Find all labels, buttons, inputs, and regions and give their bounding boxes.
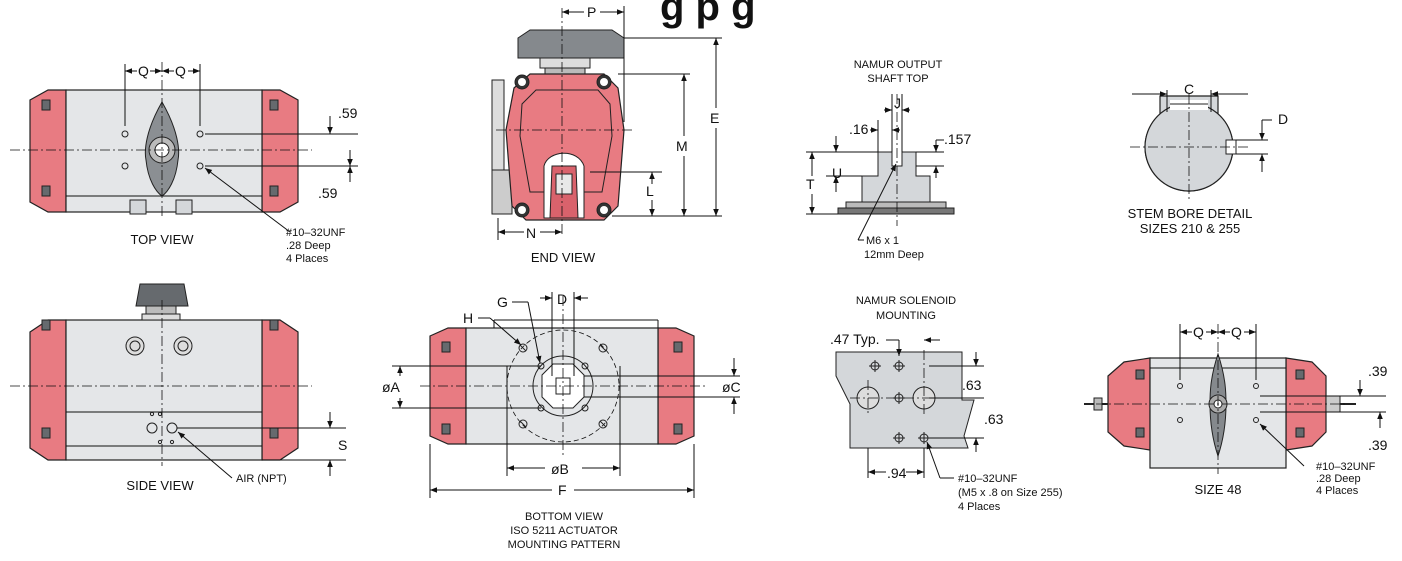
svg-text:.157: .157 <box>944 131 971 147</box>
svg-text:4 Places: 4 Places <box>1316 485 1359 497</box>
svg-text:øB: øB <box>551 461 569 477</box>
svg-text:E: E <box>710 110 719 126</box>
svg-text:Q: Q <box>175 63 186 79</box>
svg-text:MOUNTING: MOUNTING <box>876 310 936 322</box>
svg-text:M: M <box>676 138 688 154</box>
bottom-view: D G H øA øC øB F BOTTOM VIEW ISO 5211 AC… <box>382 291 741 551</box>
svg-text:øA: øA <box>382 379 401 395</box>
svg-text:4 Places: 4 Places <box>286 253 329 265</box>
svg-text:.39: .39 <box>1368 363 1388 379</box>
side-view: S AIR (NPT) SIDE VIEW <box>10 283 347 493</box>
svg-text:.59: .59 <box>338 105 358 121</box>
svg-text:.16: .16 <box>849 121 869 137</box>
svg-text:12mm Deep: 12mm Deep <box>864 249 924 261</box>
svg-text:J: J <box>894 95 901 111</box>
svg-text:g p g: g p g <box>660 0 756 29</box>
svg-text:(M5 x .8 on Size 255): (M5 x .8 on Size 255) <box>958 487 1063 499</box>
svg-text:.47 Typ.: .47 Typ. <box>830 331 880 347</box>
svg-text:AIR (NPT): AIR (NPT) <box>236 473 287 485</box>
stem-bore-view: C D STEM BORE DETAIL SIZES 210 & 255 <box>1128 81 1288 236</box>
svg-text:.59: .59 <box>318 185 338 201</box>
svg-text:P: P <box>587 4 596 20</box>
svg-text:N: N <box>526 225 536 241</box>
svg-text:MOUNTING PATTERN: MOUNTING PATTERN <box>508 539 621 551</box>
namur-solenoid-view: NAMUR SOLENOID MOUNTING .47 Typ. .63 .63… <box>830 295 1063 513</box>
page-title-fragment: g p g <box>660 0 756 29</box>
svg-text:#10–32UNF: #10–32UNF <box>286 227 346 239</box>
svg-text:.63: .63 <box>962 377 982 393</box>
svg-text:D: D <box>1278 111 1288 127</box>
svg-text:Q: Q <box>1193 324 1204 340</box>
svg-text:.94: .94 <box>887 465 907 481</box>
svg-text:NAMUR SOLENOID: NAMUR SOLENOID <box>856 295 956 307</box>
svg-text:F: F <box>558 482 567 498</box>
svg-text:#10–32UNF: #10–32UNF <box>1316 461 1376 473</box>
svg-text:.63: .63 <box>984 411 1004 427</box>
svg-text:C: C <box>1184 81 1194 97</box>
svg-text:END VIEW: END VIEW <box>531 250 596 265</box>
svg-text:D: D <box>557 291 567 307</box>
end-view: P E M L N END VIEW <box>491 4 722 265</box>
svg-text:ISO 5211 ACTUATOR: ISO 5211 ACTUATOR <box>510 525 618 537</box>
svg-text:U: U <box>832 165 842 181</box>
top-view: Q Q .59 .59 #10–32UNF .28 Deep 4 Places … <box>10 62 358 265</box>
namur-shaft-view: NAMUR OUTPUT SHAFT TOP J .16 .157 U T M6… <box>806 59 971 261</box>
svg-text:Q: Q <box>1231 324 1242 340</box>
svg-text:øC: øC <box>722 379 741 395</box>
svg-text:4 Places: 4 Places <box>958 501 1001 513</box>
svg-text:T: T <box>806 176 815 192</box>
svg-text:SIZES 210 & 255: SIZES 210 & 255 <box>1140 221 1240 236</box>
svg-text:TOP VIEW: TOP VIEW <box>130 232 194 247</box>
svg-text:.28 Deep: .28 Deep <box>1316 473 1361 485</box>
svg-text:#10–32UNF: #10–32UNF <box>958 473 1018 485</box>
svg-text:H: H <box>463 310 473 326</box>
svg-text:BOTTOM VIEW: BOTTOM VIEW <box>525 511 604 523</box>
svg-text:M6 x 1: M6 x 1 <box>866 235 899 247</box>
svg-text:.39: .39 <box>1368 437 1388 453</box>
svg-text:SIDE VIEW: SIDE VIEW <box>126 478 194 493</box>
svg-text:SHAFT TOP: SHAFT TOP <box>867 73 928 85</box>
svg-text:NAMUR OUTPUT: NAMUR OUTPUT <box>854 59 943 71</box>
svg-text:S: S <box>338 437 347 453</box>
svg-text:Q: Q <box>138 63 149 79</box>
svg-text:.28 Deep: .28 Deep <box>286 240 331 252</box>
svg-text:SIZE 48: SIZE 48 <box>1195 482 1242 497</box>
svg-text:G: G <box>497 294 508 310</box>
svg-text:STEM BORE DETAIL: STEM BORE DETAIL <box>1128 206 1253 221</box>
svg-text:L: L <box>646 183 654 199</box>
size48-view: Q Q .39 .39 #10–32UNF .28 Deep 4 Places … <box>1084 324 1388 497</box>
